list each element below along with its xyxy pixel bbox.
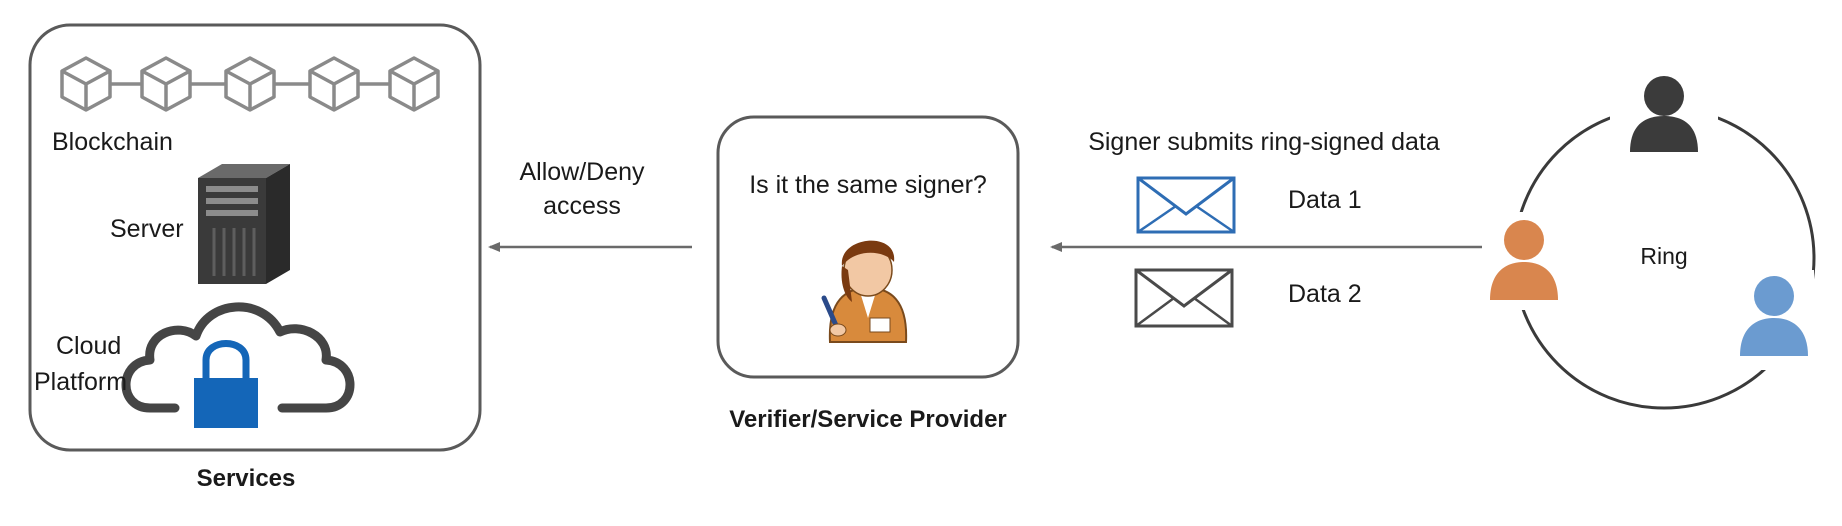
verifier-person-icon (821, 240, 908, 343)
blockchain-label: Blockchain (52, 128, 173, 156)
verifier-panel: Is it the same signer? Verifier/Service … (716, 115, 1020, 433)
services-panel: Blockchain Server Cloud Platform Service… (28, 23, 482, 492)
cloud-label-line1: Cloud (56, 332, 121, 360)
ring-person-blue-icon (1734, 270, 1814, 370)
envelope-icon-data1 (1136, 176, 1236, 234)
submission-caption: Signer submits ring-signed data (1088, 128, 1440, 156)
verifier-question: Is it the same signer? (749, 171, 987, 199)
ring-person-dark-icon (1610, 68, 1718, 164)
lock-icon (194, 340, 258, 428)
cloud-label-line2: Platform (34, 368, 127, 396)
access-label-line2: access (543, 192, 621, 220)
ring-person-orange-icon (1482, 212, 1568, 310)
ring-group: Ring (1482, 68, 1816, 410)
cloud-icon (121, 302, 355, 413)
services-title: Services (197, 465, 296, 492)
data2-label: Data 2 (1288, 280, 1362, 308)
server-label: Server (110, 215, 184, 243)
access-label-line1: Allow/Deny (519, 158, 645, 186)
data1-label: Data 1 (1288, 186, 1362, 214)
server-icon (198, 164, 290, 284)
envelope-icon-data2 (1134, 268, 1234, 328)
submission-arrow: Signer submits ring-signed data Data 1 D… (1050, 128, 1482, 328)
blockchain-icon (60, 56, 440, 112)
access-arrow: Allow/Deny access (488, 158, 692, 252)
ring-label: Ring (1640, 243, 1687, 269)
verifier-title: Verifier/Service Provider (729, 406, 1007, 433)
